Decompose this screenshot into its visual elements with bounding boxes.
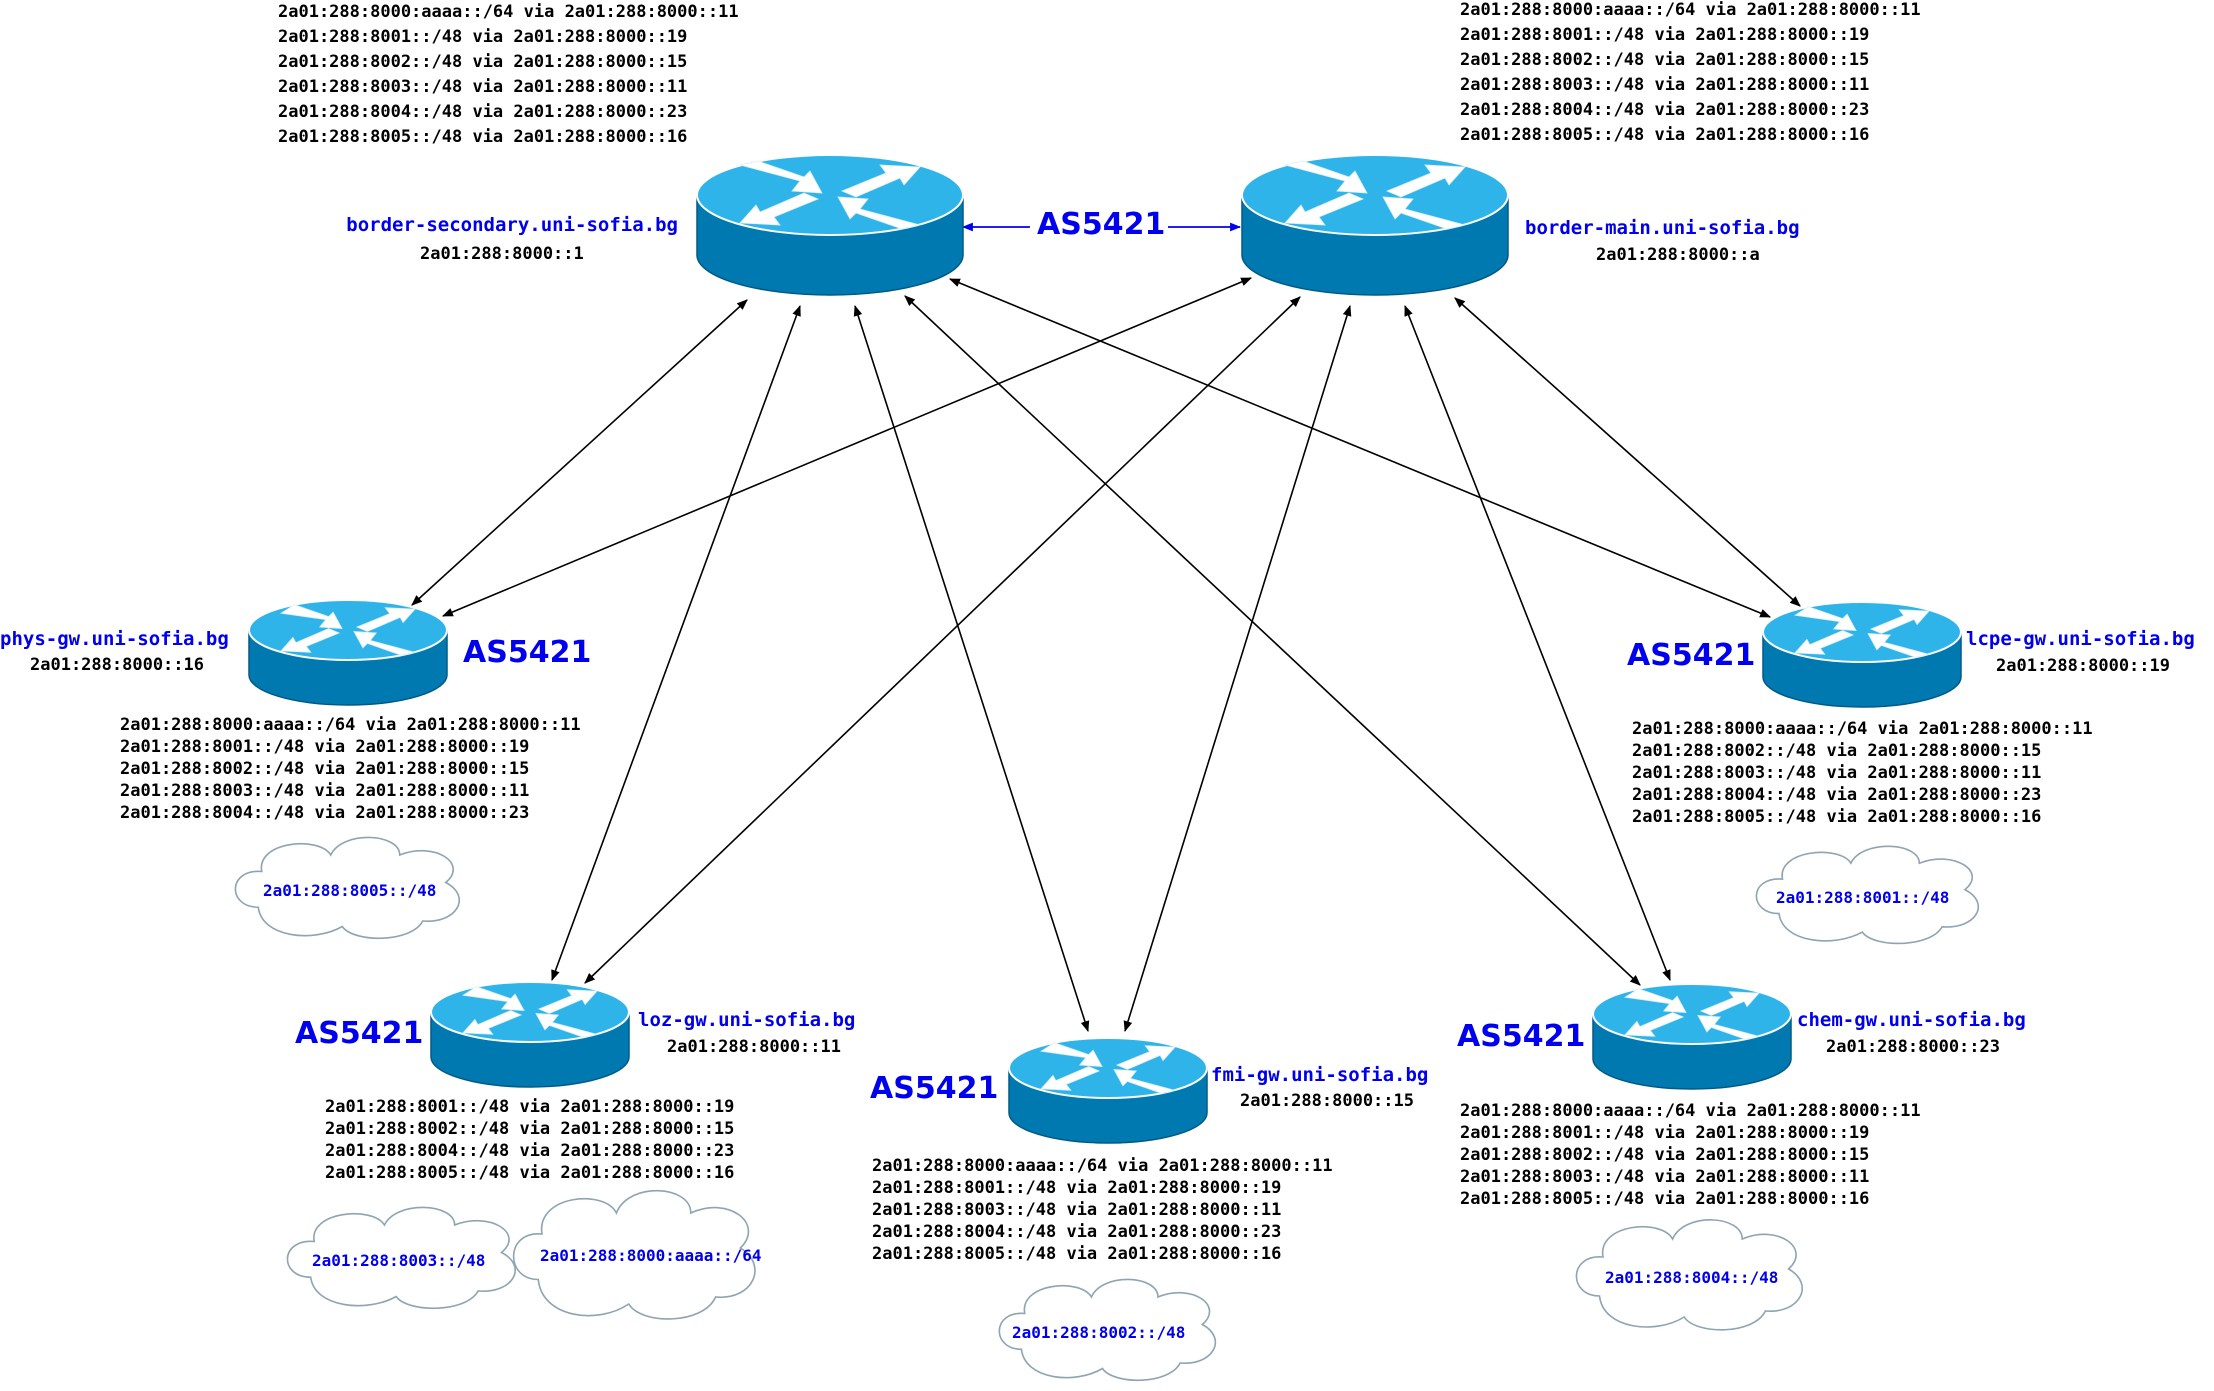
border-secondary-hostname: border-secondary.uni-sofia.bg (346, 214, 678, 236)
cloud-icon (286, 1206, 516, 1310)
route-entry: 2a01:288:8005::/48 via 2a01:288:8000::16 (1460, 1189, 1870, 1209)
route-entry: 2a01:288:8003::/48 via 2a01:288:8000::11 (278, 77, 688, 97)
route-entry: 2a01:288:8005::/48 via 2a01:288:8000::16 (872, 1244, 1282, 1264)
phys-gw-hostname: phys-gw.uni-sofia.bg (0, 628, 229, 650)
route-entry: 2a01:288:8003::/48 via 2a01:288:8000::11 (120, 781, 530, 801)
router-icon (696, 154, 964, 296)
route-entry: 2a01:288:8003::/48 via 2a01:288:8000::11 (1632, 763, 2042, 783)
route-entry: 2a01:288:8004::/48 via 2a01:288:8000::23 (325, 1141, 735, 1161)
link-border-main-chem-gw (1404, 304, 1671, 982)
route-entry: 2a01:288:8002::/48 via 2a01:288:8000::15 (1632, 741, 2042, 761)
lcpe-gw-route-table: 2a01:288:8000:aaaa::/64 via 2a01:288:800… (1632, 718, 2093, 828)
chem-gw-address: 2a01:288:8000::23 (1826, 1037, 2000, 1057)
phys-gw-network-label: 2a01:288:8005::/48 (263, 881, 437, 900)
route-entry: 2a01:288:8000:aaaa::/64 via 2a01:288:800… (120, 715, 581, 735)
route-entry: 2a01:288:8004::/48 via 2a01:288:8000::23 (278, 102, 688, 122)
loz-gw-route-table: 2a01:288:8001::/48 via 2a01:288:8000::19… (325, 1096, 734, 1184)
chem-gw-route-table: 2a01:288:8000:aaaa::/64 via 2a01:288:800… (1460, 1100, 1921, 1210)
route-entry: 2a01:288:8002::/48 via 2a01:288:8000::15 (120, 759, 530, 779)
route-entry: 2a01:288:8000:aaaa::/64 via 2a01:288:800… (872, 1156, 1333, 1176)
phys-gw-route-table: 2a01:288:8000:aaaa::/64 via 2a01:288:800… (120, 714, 581, 824)
fmi-gw-as-label: AS5421 (870, 1071, 999, 1106)
border-peering-as-label: AS5421 (1037, 207, 1166, 242)
route-entry: 2a01:288:8002::/48 via 2a01:288:8000::15 (325, 1119, 735, 1139)
lcpe-gw-as-label: AS5421 (1627, 638, 1756, 673)
loz-gw-as-label: AS5421 (295, 1016, 424, 1051)
phys-gw-address: 2a01:288:8000::16 (30, 655, 204, 675)
cloud-icon (512, 1189, 756, 1320)
router-icon (1241, 154, 1509, 296)
phys-gw-as-label: AS5421 (463, 635, 592, 670)
route-entry: 2a01:288:8004::/48 via 2a01:288:8000::23 (120, 803, 530, 823)
border-main-route-table: 2a01:288:8000:aaaa::/64 via 2a01:288:800… (1460, 0, 1921, 148)
route-entry: 2a01:288:8005::/48 via 2a01:288:8000::16 (325, 1163, 735, 1183)
lcpe-gw-address: 2a01:288:8000::19 (1996, 656, 2170, 676)
route-entry: 2a01:288:8000:aaaa::/64 via 2a01:288:800… (278, 2, 739, 22)
route-entry: 2a01:288:8001::/48 via 2a01:288:8000::19 (278, 27, 688, 47)
fmi-gw-hostname: fmi-gw.uni-sofia.bg (1211, 1064, 1429, 1086)
lcpe-gw-hostname: lcpe-gw.uni-sofia.bg (1966, 628, 2195, 650)
link-border-main-loz-gw (584, 296, 1301, 984)
route-entry: 2a01:288:8003::/48 via 2a01:288:8000::11 (1460, 1167, 1870, 1187)
routers-layer (248, 154, 1962, 1144)
link-border-main-phys-gw (441, 277, 1253, 617)
loz-gw-network-label: 2a01:288:8000:aaaa::/64 (540, 1246, 762, 1265)
route-entry: 2a01:288:8000:aaaa::/64 via 2a01:288:800… (1632, 719, 2093, 739)
router-icon (248, 599, 448, 706)
border-secondary-address: 2a01:288:8000::1 (420, 244, 584, 264)
clouds-layer (234, 836, 1979, 1382)
route-entry: 2a01:288:8003::/48 via 2a01:288:8000::11 (1460, 75, 1870, 95)
route-entry: 2a01:288:8002::/48 via 2a01:288:8000::15 (1460, 1145, 1870, 1165)
router-icon (1008, 1037, 1208, 1144)
route-entry: 2a01:288:8001::/48 via 2a01:288:8000::19 (872, 1178, 1282, 1198)
route-entry: 2a01:288:8000:aaaa::/64 via 2a01:288:800… (1460, 1101, 1921, 1121)
border-main-hostname: border-main.uni-sofia.bg (1525, 217, 1800, 239)
router-icon (430, 981, 630, 1088)
loz-gw-network-label: 2a01:288:8003::/48 (312, 1251, 486, 1270)
loz-gw-hostname: loz-gw.uni-sofia.bg (638, 1009, 856, 1031)
chem-gw-as-label: AS5421 (1457, 1019, 1586, 1054)
router-icon (1762, 601, 1962, 708)
cloud-icon (1755, 845, 1979, 945)
cloud-icon (998, 1278, 1216, 1382)
link-border-secondary-fmi-gw (853, 304, 1090, 1033)
fmi-gw-network-label: 2a01:288:8002::/48 (1012, 1323, 1186, 1342)
border-secondary-route-table: 2a01:288:8000:aaaa::/64 via 2a01:288:800… (278, 0, 739, 150)
route-entry: 2a01:288:8004::/48 via 2a01:288:8000::23 (872, 1222, 1282, 1242)
route-entry: 2a01:288:8002::/48 via 2a01:288:8000::15 (1460, 50, 1870, 70)
link-border-secondary-lcpe-gw (948, 278, 1772, 618)
route-entry: 2a01:288:8005::/48 via 2a01:288:8000::16 (1460, 125, 1870, 145)
route-entry: 2a01:288:8005::/48 via 2a01:288:8000::16 (278, 127, 688, 147)
route-entry: 2a01:288:8002::/48 via 2a01:288:8000::15 (278, 52, 688, 72)
route-entry: 2a01:288:8001::/48 via 2a01:288:8000::19 (325, 1097, 735, 1117)
route-entry: 2a01:288:8004::/48 via 2a01:288:8000::23 (1460, 100, 1870, 120)
fmi-gw-route-table: 2a01:288:8000:aaaa::/64 via 2a01:288:800… (872, 1155, 1333, 1265)
loz-gw-address: 2a01:288:8000::11 (667, 1037, 841, 1057)
route-entry: 2a01:288:8000:aaaa::/64 via 2a01:288:800… (1460, 0, 1921, 20)
route-entry: 2a01:288:8003::/48 via 2a01:288:8000::11 (872, 1200, 1282, 1220)
chem-gw-network-label: 2a01:288:8004::/48 (1605, 1268, 1779, 1287)
route-entry: 2a01:288:8001::/48 via 2a01:288:8000::19 (120, 737, 530, 757)
link-border-main-lcpe-gw (1454, 297, 1801, 607)
route-entry: 2a01:288:8004::/48 via 2a01:288:8000::23 (1632, 785, 2042, 805)
router-icon (1592, 983, 1792, 1090)
cloud-icon (234, 836, 460, 940)
border-main-address: 2a01:288:8000::a (1596, 245, 1760, 265)
fmi-gw-address: 2a01:288:8000::15 (1240, 1091, 1414, 1111)
link-border-main-fmi-gw (1123, 304, 1352, 1033)
lcpe-gw-network-label: 2a01:288:8001::/48 (1776, 888, 1950, 907)
cloud-icon (1575, 1219, 1803, 1331)
link-border-secondary-chem-gw (904, 295, 1641, 986)
links-layer (411, 222, 1801, 1033)
route-entry: 2a01:288:8005::/48 via 2a01:288:8000::16 (1632, 807, 2042, 827)
route-entry: 2a01:288:8001::/48 via 2a01:288:8000::19 (1460, 25, 1870, 45)
route-entry: 2a01:288:8001::/48 via 2a01:288:8000::19 (1460, 1123, 1870, 1143)
chem-gw-hostname: chem-gw.uni-sofia.bg (1797, 1009, 2026, 1031)
